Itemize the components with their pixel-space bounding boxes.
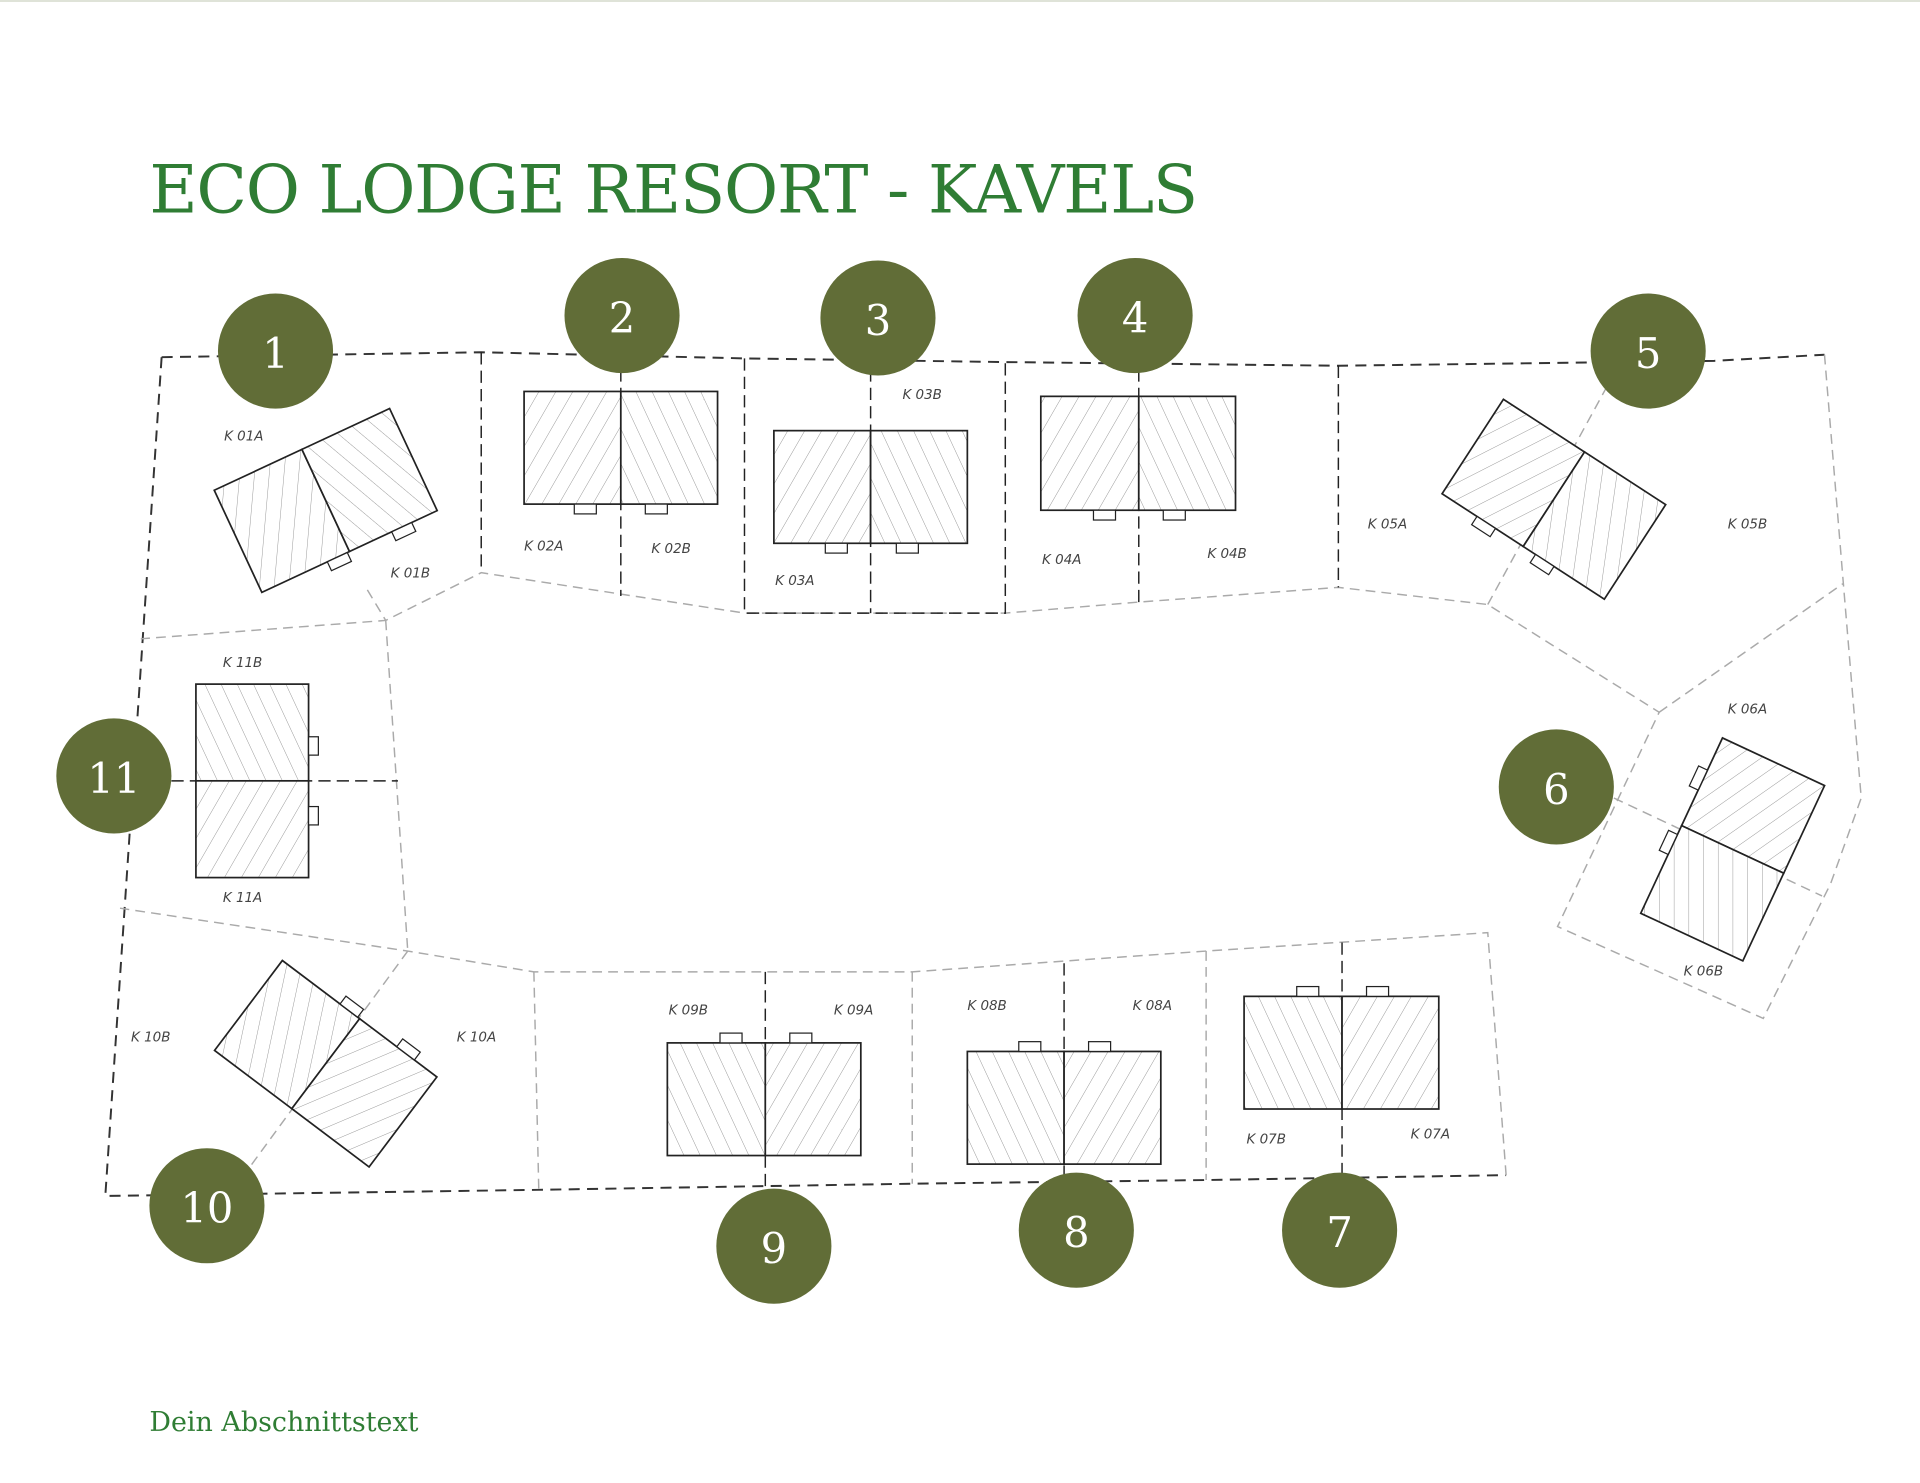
marker-number: 1 — [262, 329, 288, 378]
plot-label: K 03A — [775, 574, 814, 589]
marker-number: 3 — [865, 296, 891, 345]
marker-9[interactable]: 9 — [716, 1188, 832, 1304]
plot-label: K 08B — [967, 999, 1006, 1014]
house-07 — [1243, 985, 1440, 1110]
marker-number: 10 — [180, 1184, 233, 1233]
marker-number: 2 — [609, 293, 635, 342]
house-08 — [966, 1041, 1162, 1165]
plot-label: K 10A — [457, 1031, 496, 1046]
plot-label: K 11A — [223, 891, 262, 906]
house-01 — [213, 407, 439, 594]
marker-11[interactable]: 11 — [56, 718, 172, 834]
plot-label: K 02A — [524, 540, 563, 555]
plot-label: K 04A — [1042, 553, 1081, 568]
plot-label: K 01B — [391, 567, 430, 582]
plot-label: K 09B — [669, 1004, 708, 1019]
house-02 — [523, 390, 719, 515]
page-title: ECO LODGE RESORT - KAVELS — [149, 152, 1197, 229]
marker-number: 11 — [87, 754, 140, 803]
marker-number: 8 — [1063, 1208, 1089, 1257]
marker-10[interactable]: 10 — [149, 1148, 265, 1264]
marker-3[interactable]: 3 — [820, 260, 936, 376]
marker-7[interactable]: 7 — [1282, 1172, 1398, 1288]
plot-label: K 03B — [902, 388, 941, 403]
plot-label: K 08A — [1133, 999, 1172, 1014]
plot-label: K 06B — [1684, 965, 1723, 980]
marker-number: 6 — [1543, 765, 1569, 814]
plot-label: K 10B — [131, 1031, 170, 1046]
marker-1[interactable]: 1 — [217, 293, 334, 409]
plot-label: K 02B — [651, 542, 690, 557]
marker-2[interactable]: 2 — [564, 257, 680, 374]
plot-label: K 06A — [1728, 703, 1767, 718]
plot-label: K 07B — [1247, 1132, 1286, 1147]
plot-label: K 11B — [223, 656, 262, 671]
plot-label: K 05A — [1368, 518, 1407, 533]
section-text: Dein Abschnittstext — [149, 1407, 418, 1438]
plot-label: K 04B — [1207, 547, 1246, 562]
marker-number: 5 — [1635, 329, 1661, 378]
plot-label: K 09A — [834, 1004, 873, 1019]
marker-number: 4 — [1122, 293, 1148, 342]
house-04 — [1039, 395, 1237, 521]
house-11 — [195, 683, 319, 879]
marker-number: 7 — [1326, 1208, 1352, 1257]
plot-label: K 01A — [224, 429, 263, 444]
house-10 — [213, 959, 439, 1169]
plot-label: K 07A — [1411, 1127, 1450, 1142]
marker-5[interactable]: 5 — [1590, 293, 1706, 409]
house-09 — [666, 1032, 862, 1157]
marker-6[interactable]: 6 — [1498, 729, 1614, 845]
marker-number: 9 — [761, 1224, 787, 1273]
marker-8[interactable]: 8 — [1018, 1172, 1134, 1288]
house-03 — [773, 429, 969, 554]
plot-label: K 05B — [1728, 518, 1767, 533]
house-05 — [1440, 398, 1667, 601]
marker-4[interactable]: 4 — [1077, 257, 1193, 374]
house-06 — [1639, 736, 1826, 963]
